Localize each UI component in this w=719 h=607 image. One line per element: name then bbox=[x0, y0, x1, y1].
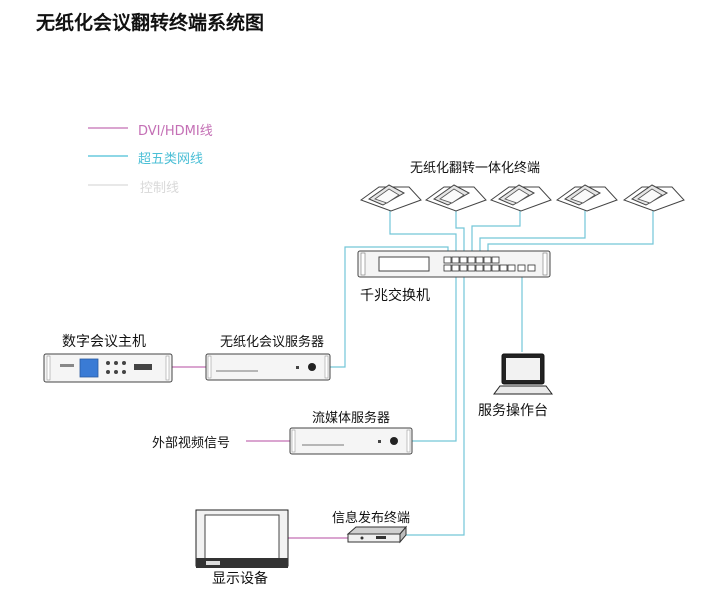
label-main-host: 数字会议主机 bbox=[62, 334, 146, 350]
rack-server-icon bbox=[205, 353, 331, 381]
flip-terminal-2 bbox=[424, 184, 487, 212]
label-ext-video: 外部视频信号 bbox=[152, 436, 231, 451]
wire-terminal-4 bbox=[479, 208, 586, 262]
dvi-wires bbox=[172, 366, 348, 539]
stream-server-icon bbox=[289, 427, 413, 455]
conference-host-icon bbox=[43, 353, 173, 383]
label-display: 显示设备 bbox=[212, 571, 268, 587]
wire-info bbox=[406, 272, 465, 536]
flip-terminal-5 bbox=[622, 184, 685, 212]
label-info-terminal: 信息发布终端 bbox=[332, 511, 411, 526]
flip-terminal-3 bbox=[489, 184, 552, 212]
legend-label-cat5: 超五类网线 bbox=[138, 152, 204, 167]
wire-stream bbox=[412, 272, 457, 442]
flip-terminal-1 bbox=[359, 184, 422, 212]
label-server: 无纸化会议服务器 bbox=[220, 335, 325, 350]
page-title: 无纸化会议翻转终端系统图 bbox=[36, 12, 265, 34]
set-top-box-icon bbox=[346, 525, 408, 544]
wire-terminal-1 bbox=[389, 208, 457, 262]
wire-terminal-2 bbox=[455, 210, 465, 262]
network-switch-icon bbox=[357, 250, 551, 278]
switch-ports bbox=[443, 256, 536, 272]
wire-terminal-3 bbox=[471, 210, 521, 262]
label-switch: 千兆交换机 bbox=[360, 288, 430, 304]
label-ops: 服务操作台 bbox=[478, 403, 548, 419]
label-stream: 流媒体服务器 bbox=[312, 411, 391, 426]
label-terminals: 无纸化翻转一体化终端 bbox=[410, 161, 541, 176]
legend-label-dvi: DVI/HDMI线 bbox=[138, 124, 213, 139]
flip-terminal-4 bbox=[555, 184, 618, 212]
legend-label-control: 控制线 bbox=[140, 181, 180, 196]
laptop-icon bbox=[493, 353, 553, 395]
monitor-icon bbox=[195, 509, 289, 568]
